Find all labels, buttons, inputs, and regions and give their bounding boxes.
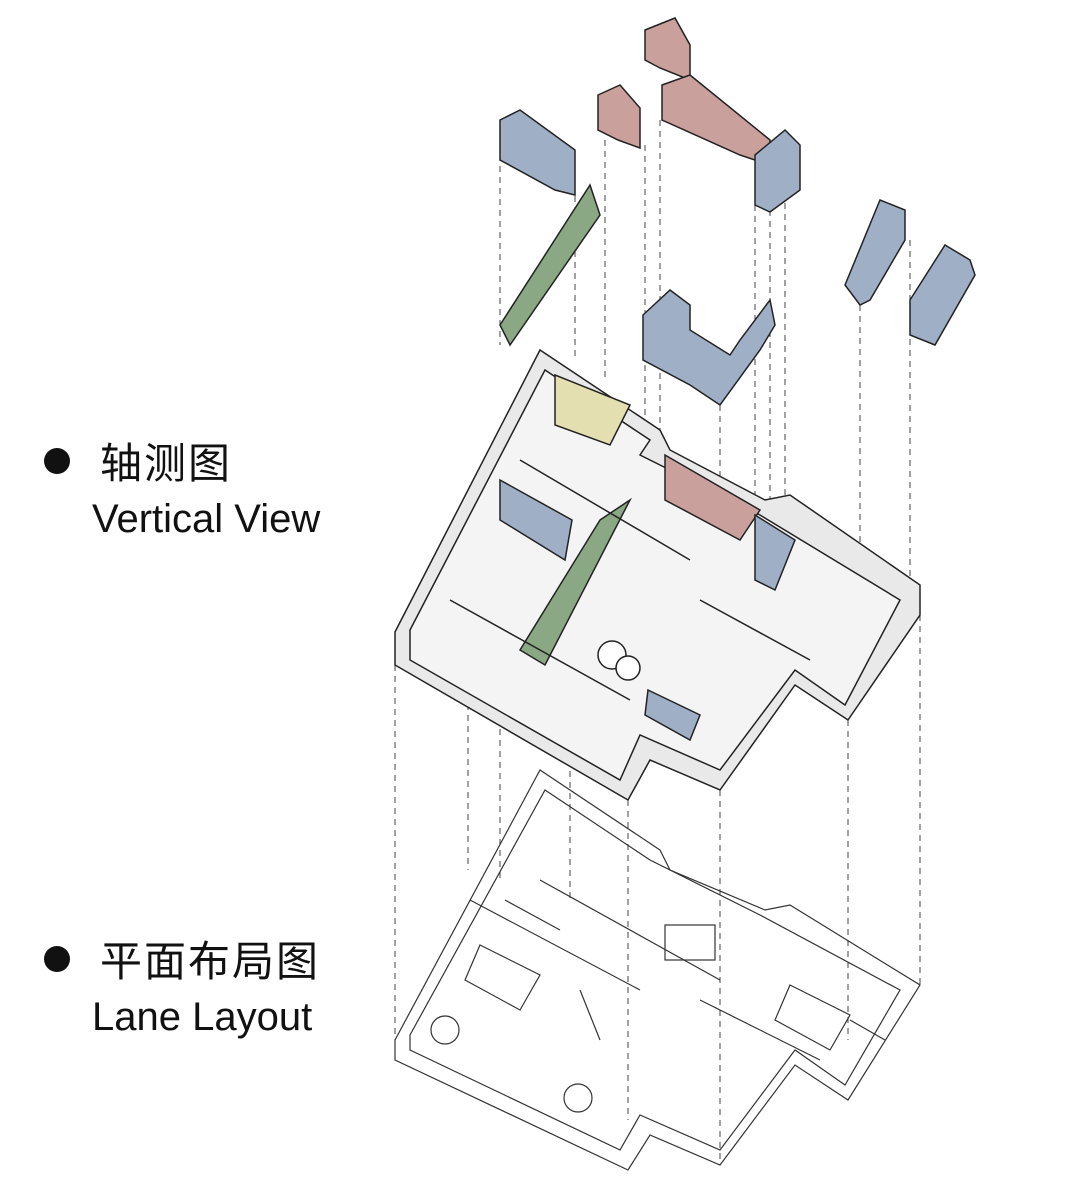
blue-closet — [754, 513, 796, 592]
bullet-dot — [44, 447, 70, 474]
blue-wardrobe — [499, 478, 573, 562]
cabinet-blue-pair-a — [844, 199, 906, 306]
blue-bed — [644, 688, 701, 742]
legend-label-zh: 轴测图 — [100, 439, 233, 488]
legend-label-zh: 平面布局图 — [100, 937, 321, 986]
cabinet-blue-left — [499, 109, 576, 196]
floor-plan — [394, 769, 921, 1171]
cabinet-blue-u — [642, 289, 776, 407]
panel-green — [499, 183, 601, 347]
exploded-cabinets — [499, 17, 976, 407]
pink-bookcase — [664, 453, 762, 541]
legend-lane-layout: 平面布局图 Lane Layout — [44, 928, 320, 1040]
legend-label-en: Vertical View — [92, 497, 321, 541]
green-wall — [518, 497, 632, 667]
cabinet-pink-left — [597, 84, 641, 150]
axonometric-model — [394, 348, 921, 802]
cabinet-pink-long — [661, 74, 771, 167]
cabinet-pink-top — [644, 17, 691, 82]
legend-vertical-view: 轴测图 Vertical View — [44, 430, 320, 542]
cabinet-blue-pair-b — [909, 243, 976, 346]
yellow-cabinet — [554, 373, 632, 446]
legend-label-en: Lane Layout — [92, 995, 313, 1039]
bullet-dot — [44, 945, 70, 972]
cabinet-blue-right — [754, 128, 801, 213]
